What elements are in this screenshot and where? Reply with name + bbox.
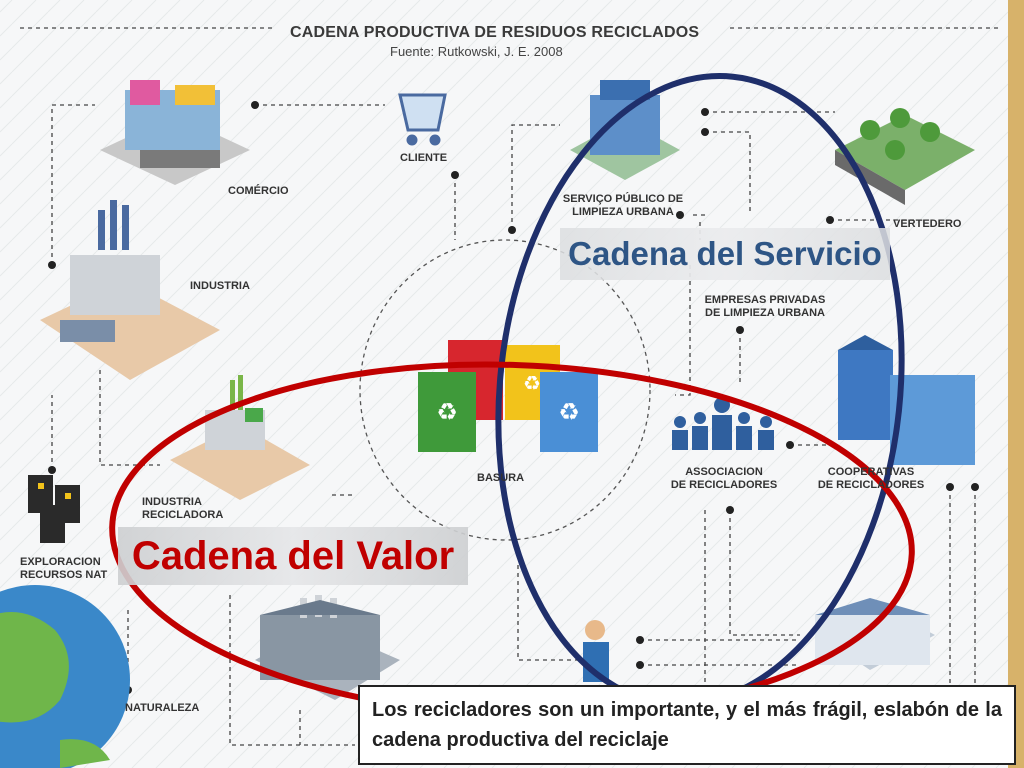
warehouse-illustration (810, 598, 935, 670)
dashed-connectors (20, 27, 1000, 760)
earth-illustration (0, 585, 130, 768)
svg-text:♻: ♻ (436, 398, 458, 426)
label-exploracion: EXPLORACION RECURSOS NAT (20, 556, 108, 581)
label-naturaleza: NATURALEZA (125, 702, 200, 714)
industria-illustration (40, 200, 220, 380)
servicio-building-illustration (570, 80, 680, 180)
label-cooperativas: COOPERATIVAS DE RECICLADORES (817, 466, 925, 491)
label-servicio-publico: SERVIÇO PÚBLICO DE LIMPIEZA URBANA (562, 193, 684, 218)
label-associacion: ASSOCIACION DE RECICLADORES (670, 466, 778, 491)
callout-cadena-valor: Cadena del Valor (118, 527, 468, 585)
label-basura: BASURA (477, 472, 525, 484)
industria-recicladora-illustration (170, 375, 310, 500)
label-comercio: COMÉRCIO (228, 185, 289, 197)
label-industria-recicladora: INDUSTRIA RECICLADORA (142, 496, 224, 521)
cart-icon (398, 93, 447, 146)
oil-barrels-illustration (28, 475, 80, 543)
note-box: Los recicladores son un importante, y el… (358, 685, 1016, 765)
diagram-source: Fuente: Rutkowski, J. E. 2008 (390, 44, 563, 59)
label-empresas-privadas: EMPRESAS PRIVADAS DE LIMPIEZA URBANA (704, 294, 826, 319)
recyclers-group-illustration (672, 397, 774, 450)
callout-cadena-servicio: Cadena del Servicio (560, 228, 890, 280)
diagram-title: CADENA PRODUCTIVA DE RESIDUOS RECICLADOS (290, 24, 700, 41)
vertedero-illustration (835, 108, 975, 205)
svg-text:♻: ♻ (558, 398, 580, 426)
label-industria: INDUSTRIA (190, 280, 250, 292)
label-cliente: CLIENTE (400, 152, 448, 164)
svg-text:♻: ♻ (523, 371, 541, 395)
label-vertedero: VERTEDERO (893, 218, 962, 230)
basura-cycle (359, 239, 651, 541)
factory-illustration (255, 595, 400, 700)
empresas-building-illustration (838, 335, 975, 465)
comercio-illustration (100, 80, 250, 185)
recycling-bins-illustration: ♻ ♻ ♻ (418, 340, 598, 452)
